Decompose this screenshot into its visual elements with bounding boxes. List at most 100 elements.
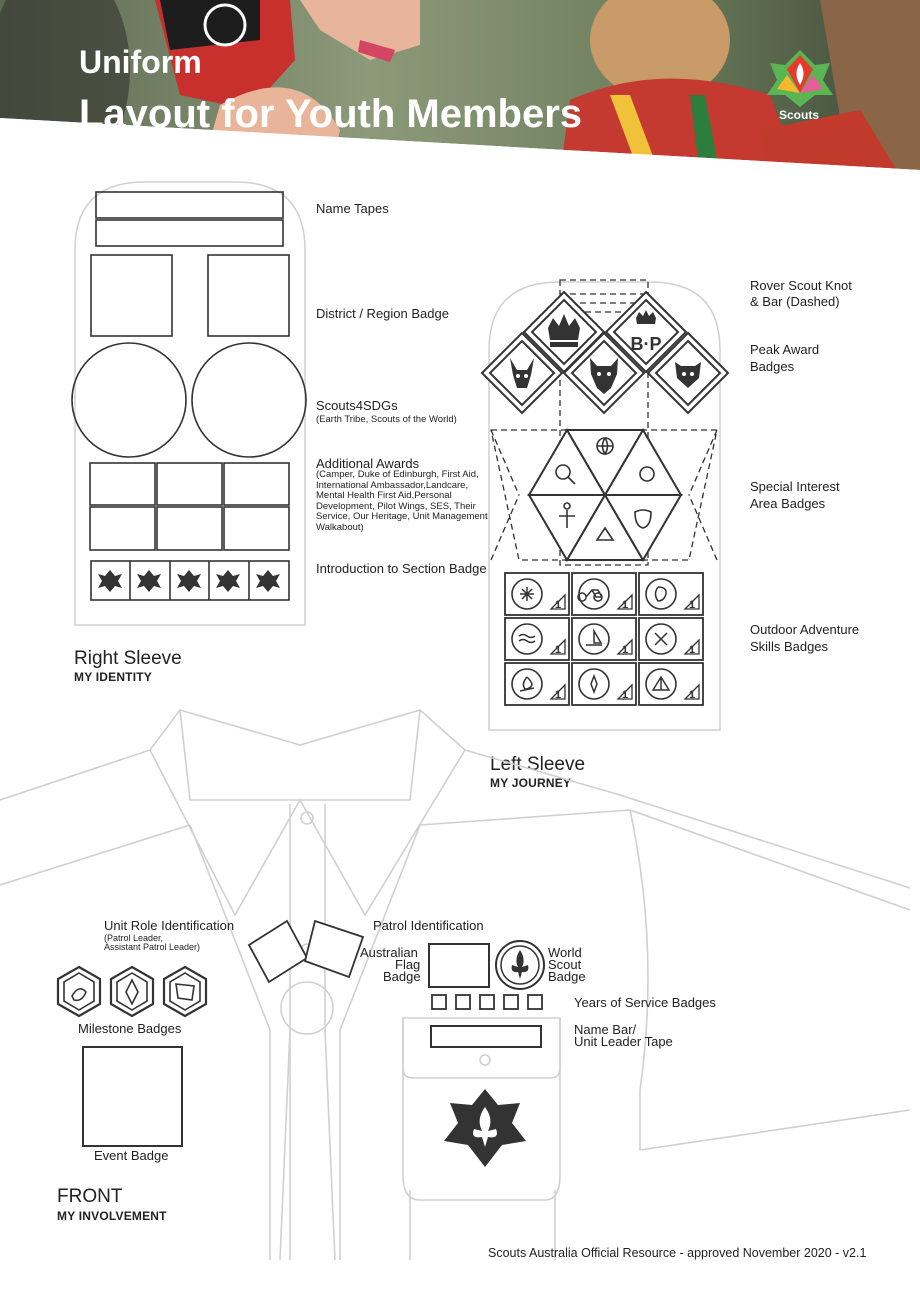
woggle <box>280 981 334 1035</box>
map-icon <box>175 983 195 1001</box>
magnifier-icon <box>555 464 571 480</box>
label-flag-1: Australian <box>360 945 418 960</box>
oas-stage-triangle <box>549 683 566 700</box>
bp-text: B·P <box>631 334 662 354</box>
label-special-interest-2: Area Badges <box>750 496 826 511</box>
label-world-2: Scout <box>548 957 582 972</box>
label-flag-2: Flag <box>395 957 421 972</box>
oas-stage-triangle <box>616 593 633 610</box>
label-unit-role-note-1: (Patrol Leader, <box>104 933 164 943</box>
label-rover-knot-2: & Bar (Dashed) <box>750 294 840 309</box>
scouts-emblem-icon <box>444 1089 526 1167</box>
header-title-small: Uniform <box>79 44 202 80</box>
oas-stage-number: 1 <box>689 599 695 611</box>
crown-icon <box>548 314 580 347</box>
emu-icon <box>675 362 701 388</box>
tent-icon <box>651 675 671 691</box>
football-icon <box>639 466 655 482</box>
masks-icon <box>634 509 652 529</box>
oas-badge: 1 <box>571 617 637 661</box>
right-sleeve-heading: Right Sleeve <box>74 648 182 669</box>
scouts-logo <box>767 50 833 107</box>
label-special-interest: Special Interest <box>750 479 840 494</box>
label-sdgs: Scouts4SDGs <box>316 398 398 413</box>
unit-role-tabs <box>247 919 365 984</box>
label-unit-role-note-2: Assistant Patrol Leader) <box>104 942 201 952</box>
oas-badge: 1 <box>504 662 570 706</box>
label-world-1: World <box>548 945 582 960</box>
name-bar-box <box>430 1025 542 1048</box>
label-flag-3: Badge <box>383 969 421 984</box>
footer-text: Scouts Australia Official Resource - app… <box>488 1246 867 1260</box>
label-district: District / Region Badge <box>316 306 449 321</box>
oas-stage-number: 1 <box>555 689 561 701</box>
oas-badge: 1 <box>638 572 704 616</box>
front-heading: FRONT <box>57 1186 123 1207</box>
left-sleeve-heading: Left Sleeve <box>490 754 586 775</box>
oas-stage-number: 1 <box>555 644 561 656</box>
oas-stage-number: 1 <box>622 599 628 611</box>
label-rover-knot: Rover Scout Knot <box>750 278 852 293</box>
oas-stage-triangle <box>616 683 633 700</box>
label-additional-awards-note: (Camper, Duke of Edinburgh, First Aid, I… <box>316 469 491 533</box>
flag-badge-box <box>428 943 490 988</box>
person-icon <box>559 510 575 528</box>
label-name-bar-1: Name Bar/ <box>574 1022 637 1037</box>
oas-stage-triangle <box>549 593 566 610</box>
fleur-icon <box>137 570 161 592</box>
oas-stage-number: 1 <box>622 644 628 656</box>
oas-stage-number: 1 <box>689 644 695 656</box>
district-badge-right <box>207 254 290 337</box>
oas-stage-triangle <box>683 683 700 700</box>
right-sleeve-diagram <box>71 181 307 626</box>
label-sdgs-note: (Earth Tribe, Scouts of the World) <box>316 414 457 425</box>
label-milestone: Milestone Badges <box>78 1021 182 1036</box>
oas-stage-number: 1 <box>622 689 628 701</box>
wolf-icon <box>590 358 618 394</box>
label-additional-awards: Additional Awards <box>316 456 420 471</box>
label-patrol-id: Patrol Identification <box>373 918 484 933</box>
label-event: Event Badge <box>94 1148 169 1163</box>
label-name-bar-2: Unit Leader Tape <box>574 1034 673 1049</box>
climbing-icon <box>654 586 667 602</box>
label-peak-award-2: Badges <box>750 359 795 374</box>
intro-section-strip <box>90 560 290 601</box>
label-intro-section: Introduction to Section Badge <box>316 561 487 576</box>
oas-stage-number: 1 <box>555 599 561 611</box>
rover-knot-dashed <box>559 279 649 566</box>
oas-stage-triangle <box>683 638 700 655</box>
oas-grid: 1 1 1 1 1 1 1 1 1 <box>504 572 704 706</box>
oas-badge: 1 <box>504 572 570 616</box>
footprint-icon <box>71 988 87 1002</box>
oas-stage-triangle <box>549 638 566 655</box>
compass-icon <box>125 978 139 1006</box>
shirt-outline <box>0 709 911 1260</box>
label-world-3: Badge <box>548 969 586 984</box>
front-subheading: MY INVOLVEMENT <box>57 1209 167 1223</box>
district-badge-left <box>90 254 173 337</box>
oas-badge: 1 <box>638 662 704 706</box>
compass-icon <box>590 673 598 695</box>
name-tape-2 <box>95 219 284 247</box>
sdg-badge-right <box>191 342 307 458</box>
label-peak-award: Peak Award <box>750 342 820 357</box>
crown-small-icon <box>636 310 656 324</box>
header-photo <box>0 0 920 175</box>
oas-stage-number: 1 <box>689 689 695 701</box>
kangaroo-icon <box>510 358 534 388</box>
milestone-badges <box>56 965 208 1018</box>
recycle-icon <box>595 526 615 541</box>
label-years-service: Years of Service Badges <box>574 995 716 1010</box>
left-sleeve-diagram: B·P 1 1 1 1 1 1 1 1 1 <box>480 279 730 731</box>
scouts-logo-text: Scouts <box>779 108 820 122</box>
fleur-icon <box>98 570 122 592</box>
label-oas: Outdoor Adventure <box>750 622 860 637</box>
water-icon <box>518 633 536 644</box>
name-tape-1 <box>95 191 284 219</box>
fleur-icon <box>177 570 201 592</box>
label-oas-2: Skills Badges <box>750 639 829 654</box>
fleur-de-lis-icon <box>511 950 529 979</box>
label-name-tapes: Name Tapes <box>316 201 389 216</box>
header-title: Layout for Youth Members <box>79 92 583 136</box>
oas-badge: 1 <box>638 617 704 661</box>
